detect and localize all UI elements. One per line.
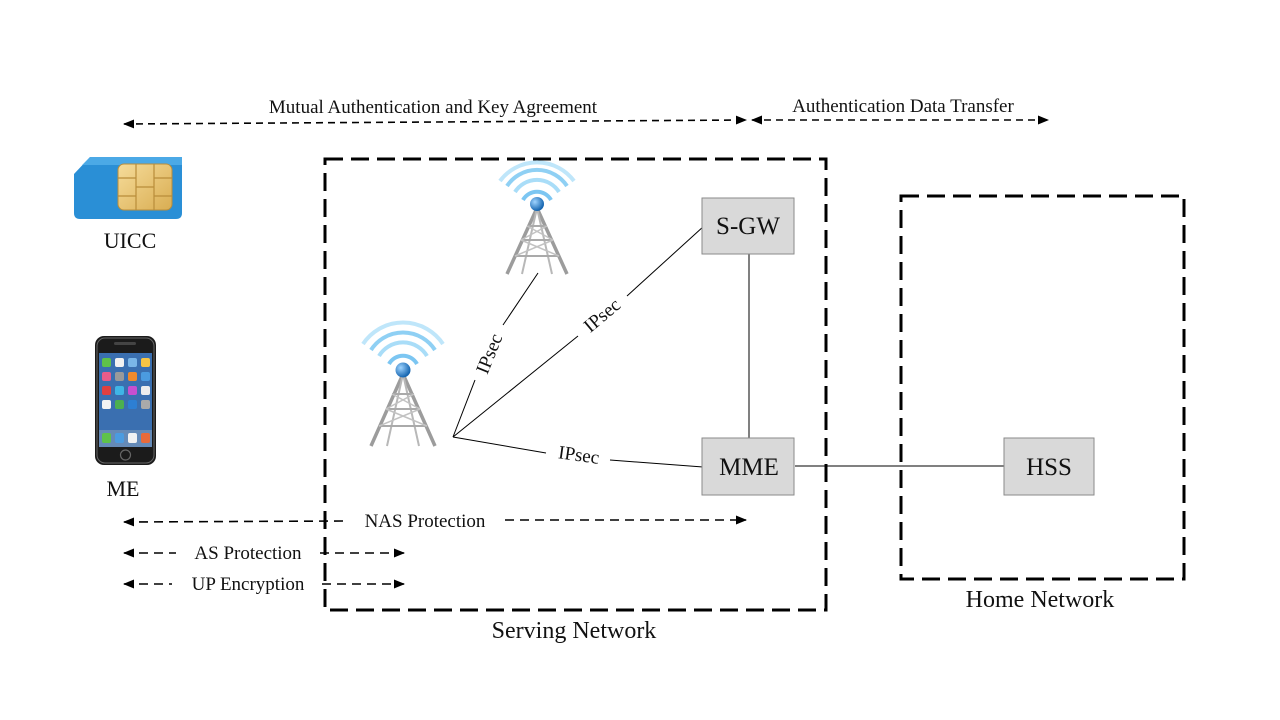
cell-tower-icon xyxy=(361,320,445,447)
ipsec-label-mme: IPsec xyxy=(557,442,601,469)
link-tower-ipsec-1 xyxy=(452,379,476,438)
link-sgw-ipsec-2 xyxy=(626,225,705,297)
ipsec-label-tower: IPsec xyxy=(472,331,507,377)
link-tower-ipsec-2 xyxy=(502,272,539,326)
sgw-label: S-GW xyxy=(716,213,780,240)
link-mme-ipsec-2 xyxy=(609,459,704,468)
serving-network-box xyxy=(323,157,828,612)
mme-node: MME xyxy=(701,437,795,496)
auth-data-transfer-label: Authentication Data Transfer xyxy=(792,96,1014,117)
sim-card-icon xyxy=(74,157,182,219)
link-mme-ipsec-1 xyxy=(452,436,547,454)
cell-tower-icon xyxy=(498,160,576,275)
ipsec-label-sgw: IPsec xyxy=(580,295,625,338)
home-network-label: Home Network xyxy=(966,587,1115,613)
nas-protection-arrow-left xyxy=(122,517,345,527)
mutual-auth-label: Mutual Authentication and Key Agreement xyxy=(269,97,598,118)
me-label: ME xyxy=(107,476,140,501)
mme-label: MME xyxy=(719,454,779,481)
serving-network-label: Serving Network xyxy=(492,618,657,644)
link-sgw-ipsec-1 xyxy=(452,335,579,438)
home-network-box xyxy=(899,194,1186,581)
hss-label: HSS xyxy=(1026,454,1072,481)
hss-node: HSS xyxy=(1003,437,1095,496)
smartphone-icon xyxy=(95,336,156,465)
uicc-label: UICC xyxy=(104,228,157,253)
sgw-node: S-GW xyxy=(701,197,795,255)
mutual-auth-arrow xyxy=(122,115,748,129)
up-encryption-label: UP Encryption xyxy=(192,574,305,595)
as-protection-label: AS Protection xyxy=(194,543,302,564)
nas-protection-label: NAS Protection xyxy=(365,511,486,532)
